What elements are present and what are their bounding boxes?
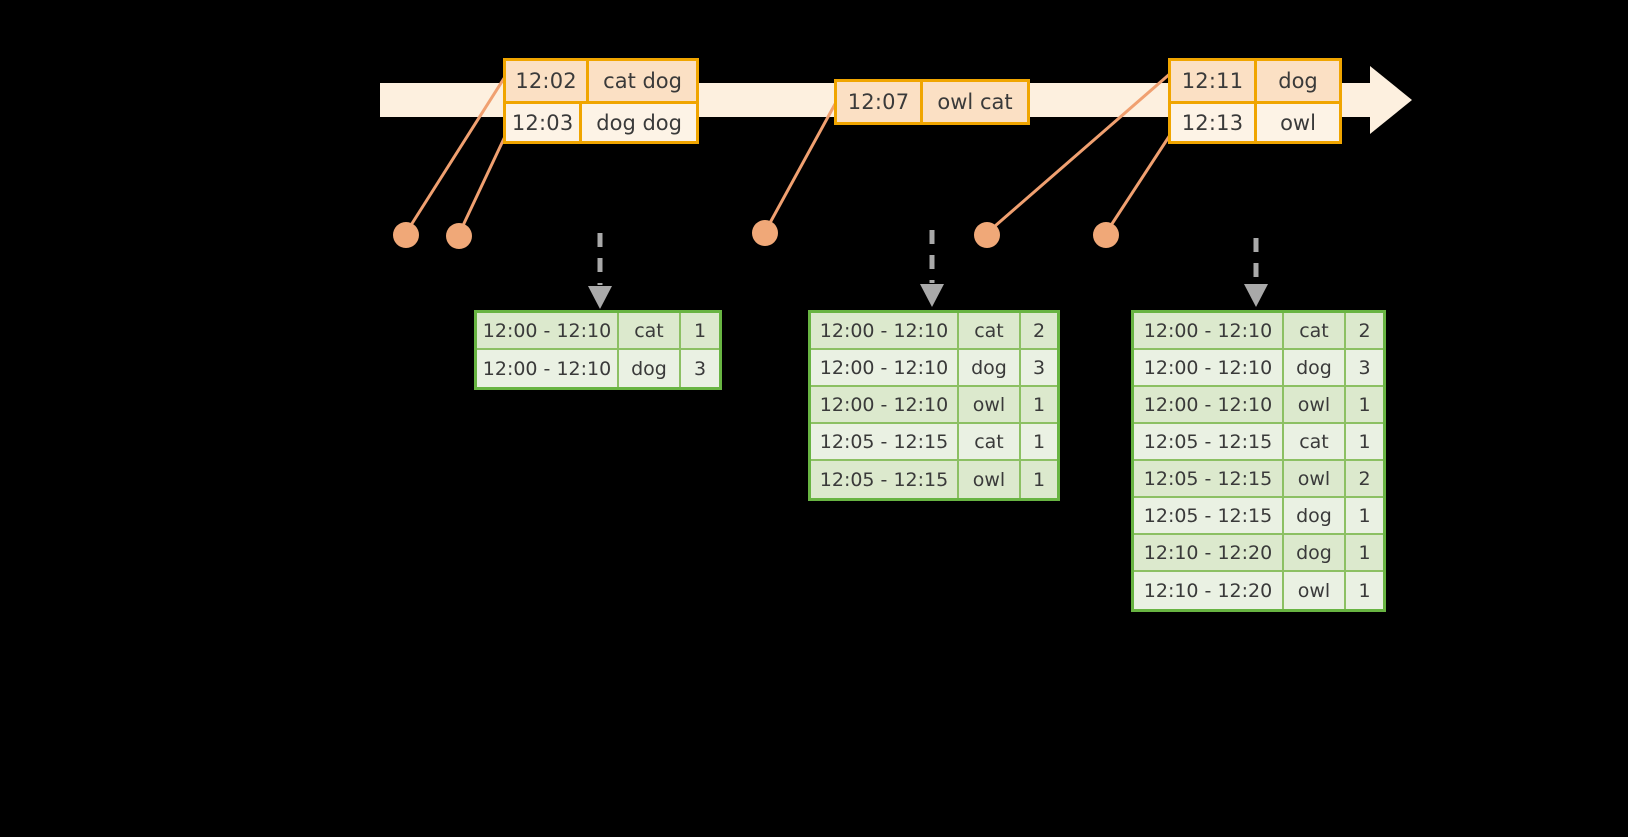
cell-window: 12:00 - 12:10 [811, 313, 959, 348]
event-group-3: 12:11 dog 12:13 owl [1168, 58, 1342, 144]
table-row: 12:10 - 12:20 dog 1 [1134, 535, 1383, 572]
event-words: owl cat [937, 90, 1013, 114]
cell-word: dog [1284, 498, 1346, 533]
result-table-2: 12:00 - 12:10 cat 2 12:00 - 12:10 dog 3 … [808, 310, 1060, 501]
cell-window: 12:05 - 12:15 [811, 461, 959, 498]
event-dot-1211 [974, 222, 1000, 248]
table-row: 12:05 - 12:15 cat 1 [1134, 424, 1383, 461]
event-words: dog [1278, 69, 1318, 93]
table-row: 12:05 - 12:15 cat 1 [811, 424, 1057, 461]
table-row: 12:00 - 12:10 dog 3 [811, 350, 1057, 387]
cell-word: owl [1284, 387, 1346, 422]
cell-window: 12:05 - 12:15 [1134, 424, 1284, 459]
cell-count: 2 [1358, 319, 1371, 342]
table-row: 12:05 - 12:15 owl 2 [1134, 461, 1383, 498]
cell-word: dog [619, 350, 681, 387]
cell-count: 2 [1032, 319, 1046, 342]
table-row: 12:05 - 12:15 owl 1 [811, 461, 1057, 498]
cell-count: 1 [1032, 430, 1046, 453]
trigger-arrowheads [588, 284, 1268, 309]
cell-count: 1 [1032, 468, 1046, 491]
event-row: 12:13 owl [1171, 101, 1339, 141]
cell-word: cat [959, 313, 1021, 348]
cell-word: owl [1284, 461, 1346, 496]
cell-count: 1 [693, 319, 707, 342]
cell-word: dog [1284, 535, 1346, 570]
event-row: 12:07 owl cat [837, 82, 1027, 122]
event-dot-1202-a [393, 222, 419, 248]
cell-count: 1 [1358, 541, 1371, 564]
event-group-2: 12:07 owl cat [834, 79, 1030, 125]
cell-word: owl [959, 461, 1021, 498]
cell-count: 1 [1358, 504, 1371, 527]
cell-window: 12:05 - 12:15 [811, 424, 959, 459]
event-time: 12:13 [1171, 104, 1257, 141]
result-table-3: 12:00 - 12:10 cat 2 12:00 - 12:10 dog 3 … [1131, 310, 1386, 612]
event-time: 12:03 [506, 104, 583, 141]
cell-word: cat [959, 424, 1021, 459]
event-dot-1207 [752, 220, 778, 246]
table-row: 12:00 - 12:10 owl 1 [811, 387, 1057, 424]
result-table-1: 12:00 - 12:10 cat 1 12:00 - 12:10 dog 3 [474, 310, 722, 390]
cell-window: 12:00 - 12:10 [477, 350, 619, 387]
cell-count: 2 [1358, 467, 1371, 490]
table-row: 12:00 - 12:10 dog 3 [1134, 350, 1383, 387]
cell-window: 12:10 - 12:20 [1134, 535, 1284, 570]
cell-word: cat [619, 313, 681, 348]
cell-count: 3 [693, 357, 707, 380]
event-row: 12:11 dog [1171, 61, 1339, 101]
cell-window: 12:10 - 12:20 [1134, 572, 1284, 609]
cell-window: 12:00 - 12:10 [811, 350, 959, 385]
cell-count: 3 [1358, 356, 1371, 379]
event-dots [393, 220, 1119, 249]
cell-word: dog [1284, 350, 1346, 385]
cell-window: 12:00 - 12:10 [1134, 387, 1284, 422]
event-time: 12:02 [506, 61, 590, 101]
cell-window: 12:00 - 12:10 [477, 313, 619, 348]
cell-word: owl [1284, 572, 1346, 609]
cell-count: 3 [1032, 356, 1046, 379]
table-row: 12:10 - 12:20 owl 1 [1134, 572, 1383, 609]
table-row: 12:05 - 12:15 dog 1 [1134, 498, 1383, 535]
cell-window: 12:00 - 12:10 [1134, 313, 1284, 348]
event-row: 12:02 cat dog [506, 61, 696, 101]
cell-window: 12:05 - 12:15 [1134, 498, 1284, 533]
table-row: 12:00 - 12:10 cat 1 [477, 313, 719, 350]
event-words: owl [1280, 110, 1316, 135]
event-dot-1203-a [446, 223, 472, 249]
event-group-1: 12:02 cat dog 12:03 dog dog [503, 58, 699, 144]
cell-word: cat [1284, 424, 1346, 459]
event-words: dog dog [596, 110, 682, 135]
cell-word: owl [959, 387, 1021, 422]
event-time: 12:07 [837, 82, 923, 122]
cell-count: 1 [1358, 579, 1371, 602]
table-row: 12:00 - 12:10 owl 1 [1134, 387, 1383, 424]
table-row: 12:00 - 12:10 dog 3 [477, 350, 719, 387]
table-row: 12:00 - 12:10 cat 2 [811, 313, 1057, 350]
cell-window: 12:00 - 12:10 [1134, 350, 1284, 385]
event-words: cat dog [603, 69, 682, 93]
cell-window: 12:00 - 12:10 [811, 387, 959, 422]
cell-word: dog [959, 350, 1021, 385]
cell-word: cat [1284, 313, 1346, 348]
event-row: 12:03 dog dog [506, 101, 696, 141]
trigger-arrows [597, 230, 1259, 285]
cell-count: 1 [1358, 393, 1371, 416]
event-time: 12:11 [1171, 61, 1257, 101]
cell-count: 1 [1032, 393, 1046, 416]
cell-count: 1 [1358, 430, 1371, 453]
event-dot-1213 [1093, 222, 1119, 248]
table-row: 12:00 - 12:10 cat 2 [1134, 313, 1383, 350]
cell-window: 12:05 - 12:15 [1134, 461, 1284, 496]
